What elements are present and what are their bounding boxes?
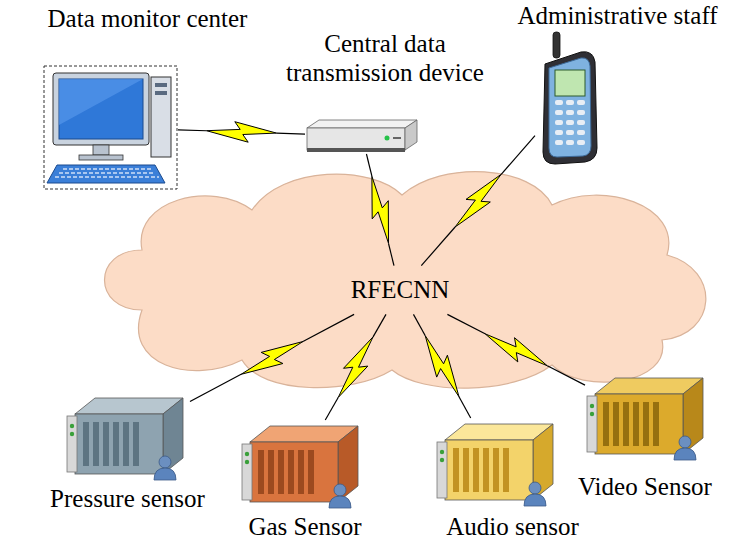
device-node: Central data transmission device (279, 30, 491, 160)
link-line (303, 314, 354, 341)
cloud-shape (82, 160, 718, 390)
link-line (373, 314, 386, 336)
link-line (388, 243, 394, 265)
lightning-bolt (372, 176, 389, 243)
device-label: Video Sensor (578, 473, 712, 502)
sensor-icon (585, 372, 705, 460)
sensor-icon (240, 420, 360, 508)
device-node: Video Sensor (560, 372, 730, 502)
link-line (276, 133, 305, 135)
device-label: Audio sensor (446, 513, 579, 542)
link-line (459, 397, 471, 418)
link-line (501, 136, 535, 175)
wireless-link (421, 136, 535, 266)
lightning-bolt (338, 337, 373, 398)
device-label: Administrative staff (517, 2, 717, 31)
lightning-bolt (207, 122, 277, 143)
link-line (447, 314, 485, 333)
device-node: Administrative staff (505, 2, 730, 167)
link-line (366, 154, 372, 176)
device-label: Data monitor center (48, 5, 248, 34)
lightning-bolt (485, 334, 547, 366)
link-line (190, 374, 241, 401)
device-label: Central data transmission device (282, 30, 488, 88)
link-line (421, 227, 455, 266)
device-node: Audio sensor (420, 418, 605, 542)
device-node: Data monitor center (5, 5, 290, 190)
device-node: Gas Sensor (225, 420, 385, 542)
device-label: Gas Sensor (248, 513, 361, 542)
wireless-link (178, 122, 305, 143)
lightning-bolt (425, 336, 459, 397)
sensor-icon (60, 392, 190, 480)
wireless-link (325, 314, 386, 420)
lightning-bolt (455, 174, 501, 227)
wireless-link (366, 154, 394, 266)
link-line (325, 398, 338, 420)
lightning-bolt (241, 342, 303, 375)
link-line (178, 129, 207, 131)
sensor-icon (435, 418, 555, 506)
wireless-link (190, 314, 354, 401)
wireless-link (413, 314, 470, 418)
computer-icon (43, 65, 178, 190)
cloud-node: RFECNN (82, 160, 718, 390)
server-icon (305, 118, 419, 154)
device-label: Pressure sensor (50, 485, 205, 514)
link-line (547, 366, 585, 385)
link-line (413, 314, 425, 335)
phone-icon (535, 30, 601, 166)
wireless-link (447, 314, 585, 385)
network-label: RFECNN (351, 276, 450, 305)
device-node: Pressure sensor (15, 392, 240, 514)
